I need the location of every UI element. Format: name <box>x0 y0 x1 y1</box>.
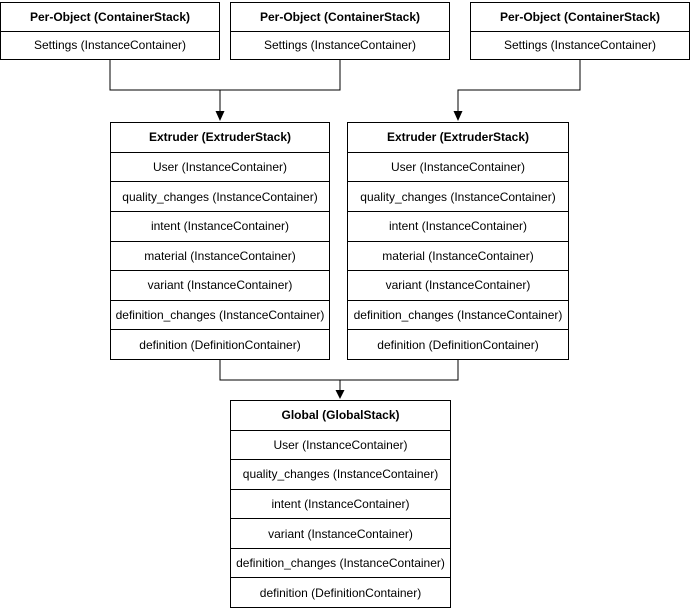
container-row: intent (InstanceContainer) <box>231 488 450 519</box>
container-row: intent (InstanceContainer) <box>348 210 568 241</box>
container-row: material (InstanceContainer) <box>111 240 329 271</box>
node-title: Per-Object (ContainerStack) <box>259 9 421 24</box>
container-row: definition (DefinitionContainer) <box>231 577 450 607</box>
container-row: quality_changes (InstanceContainer) <box>348 181 568 211</box>
container-row: variant (InstanceContainer) <box>111 270 329 300</box>
arrowhead-extruder1 <box>215 111 225 121</box>
container-row: definition (DefinitionContainer) <box>348 329 568 359</box>
container-row: intent (InstanceContainer) <box>111 210 329 241</box>
container-row: User (InstanceContainer) <box>348 151 568 182</box>
edge-perobject3-extruder2 <box>457 60 581 112</box>
node-title: Extruder (ExtruderStack) <box>148 130 292 145</box>
node-extruder-1: Extruder (ExtruderStack) User (InstanceC… <box>110 122 330 360</box>
node-per-object-2: Per-Object (ContainerStack) Settings (In… <box>230 2 450 60</box>
container-row: quality_changes (InstanceContainer) <box>231 459 450 489</box>
node-global: Global (GlobalStack) User (InstanceConta… <box>230 400 451 608</box>
container-row: definition_changes (InstanceContainer) <box>231 547 450 578</box>
node-extruder-2: Extruder (ExtruderStack) User (InstanceC… <box>347 122 569 360</box>
container-row: User (InstanceContainer) <box>231 429 450 460</box>
edge-extruders-bus <box>219 360 459 381</box>
container-row: Settings (InstanceContainer) <box>471 30 689 60</box>
container-row: Settings (InstanceContainer) <box>1 30 219 60</box>
container-row: quality_changes (InstanceContainer) <box>111 181 329 211</box>
node-per-object-3: Per-Object (ContainerStack) Settings (In… <box>470 2 690 60</box>
container-row: definition_changes (InstanceContainer) <box>111 299 329 330</box>
container-row: variant (InstanceContainer) <box>231 518 450 548</box>
node-title: Per-Object (ContainerStack) <box>499 9 661 24</box>
arrowhead-extruder2 <box>453 111 463 121</box>
container-row: Settings (InstanceContainer) <box>231 30 449 60</box>
node-per-object-1: Per-Object (ContainerStack) Settings (In… <box>0 2 220 60</box>
container-row: definition (DefinitionContainer) <box>111 329 329 359</box>
arrowhead-global <box>335 390 345 399</box>
container-row: definition_changes (InstanceContainer) <box>348 299 568 330</box>
container-row: User (InstanceContainer) <box>111 151 329 182</box>
container-row: variant (InstanceContainer) <box>348 270 568 300</box>
node-title: Global (GlobalStack) <box>281 408 400 423</box>
node-title: Extruder (ExtruderStack) <box>386 130 530 145</box>
edge-perobject12-bus <box>109 60 341 91</box>
container-row: material (InstanceContainer) <box>348 240 568 271</box>
node-title: Per-Object (ContainerStack) <box>29 9 191 24</box>
